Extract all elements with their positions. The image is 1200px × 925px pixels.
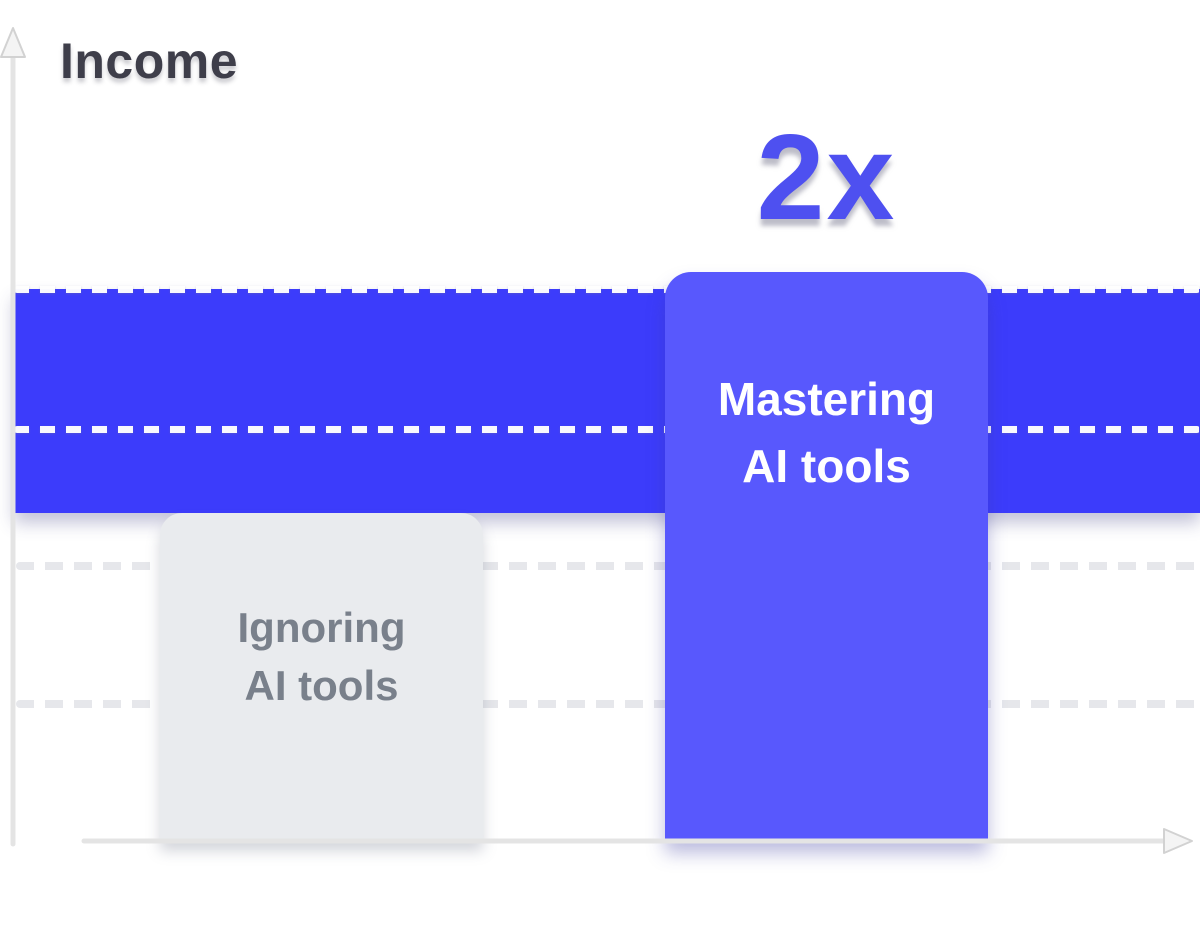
right-arrow-icon: [1163, 828, 1193, 854]
bar-label-line2: AI tools: [742, 440, 911, 492]
y-axis-title: Income: [60, 33, 239, 89]
gridline-lower: [16, 700, 1200, 708]
up-arrow-icon: [0, 27, 26, 58]
bar-label-mastering: Mastering AI tools: [718, 366, 935, 500]
bar-label-line1: Ignoring: [237, 604, 406, 651]
highlight-band: [14, 286, 1200, 513]
bar-ignoring-ai-tools: Ignoring AI tools: [160, 513, 483, 841]
band-dashed-line-middle: [14, 426, 1200, 433]
band-dashed-line-top: [14, 286, 1200, 293]
gridline-upper: [16, 562, 1200, 570]
multiplier-label: 2x: [756, 109, 897, 245]
bar-label-line1: Mastering: [717, 373, 936, 425]
bar-mastering-ai-tools: Mastering AI tools: [665, 272, 988, 841]
bar-label-ignoring: Ignoring AI tools: [238, 599, 406, 715]
bar-label-line2: AI tools: [244, 662, 399, 709]
